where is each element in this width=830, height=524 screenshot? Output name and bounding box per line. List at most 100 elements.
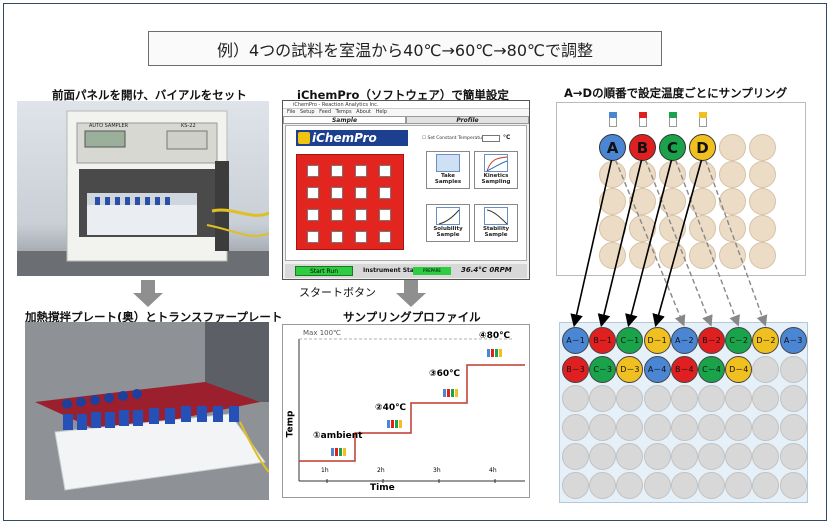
heading-profile: サンプリングプロファイル: [343, 310, 481, 324]
destination-well[interactable]: [562, 472, 589, 499]
software-well[interactable]: [331, 231, 343, 243]
menu-help[interactable]: Help: [375, 109, 387, 115]
destination-well[interactable]: [670, 443, 698, 470]
destination-well[interactable]: [779, 385, 807, 412]
tick-1h: 1h: [321, 467, 329, 474]
destination-well[interactable]: [725, 385, 753, 412]
software-well[interactable]: [331, 209, 343, 221]
destination-well[interactable]: [562, 385, 589, 412]
menu-about[interactable]: About: [356, 109, 371, 115]
destination-well[interactable]: [779, 472, 807, 499]
destination-well[interactable]: [725, 414, 753, 441]
destination-well[interactable]: [779, 443, 807, 470]
destination-well[interactable]: [643, 414, 671, 441]
software-well[interactable]: [355, 231, 367, 243]
destination-well-sample[interactable]: A－3: [779, 327, 807, 354]
destination-well-sample[interactable]: C－1: [616, 327, 644, 354]
software-well[interactable]: [355, 187, 367, 199]
software-well[interactable]: [379, 209, 391, 221]
destination-well-sample[interactable]: C－2: [725, 327, 753, 354]
software-well[interactable]: [331, 165, 343, 177]
sample-a-well[interactable]: A: [599, 134, 626, 161]
destination-well[interactable]: [752, 356, 780, 383]
constant-temp-input[interactable]: [482, 135, 500, 142]
destination-well-sample[interactable]: C－4: [698, 356, 725, 383]
destination-well[interactable]: [752, 472, 780, 499]
software-well[interactable]: [331, 187, 343, 199]
destination-well[interactable]: [779, 414, 807, 441]
destination-well[interactable]: [752, 385, 780, 412]
tick-3h: 3h: [433, 467, 441, 474]
destination-well[interactable]: [562, 443, 589, 470]
tab-profile[interactable]: Profile: [406, 116, 529, 124]
software-well[interactable]: [379, 165, 391, 177]
destination-well[interactable]: [752, 443, 780, 470]
destination-well-sample[interactable]: B－1: [589, 327, 617, 354]
vial-rack-icon: [443, 389, 458, 397]
software-well[interactable]: [355, 209, 367, 221]
destination-well-sample[interactable]: D－4: [725, 356, 753, 383]
destination-well[interactable]: [589, 414, 617, 441]
software-well[interactable]: [379, 187, 391, 199]
destination-well[interactable]: [779, 356, 807, 383]
destination-well[interactable]: [698, 443, 725, 470]
destination-well[interactable]: [752, 414, 780, 441]
destination-well[interactable]: [589, 472, 617, 499]
destination-well-sample[interactable]: B－3: [562, 356, 589, 383]
destination-well[interactable]: [643, 472, 671, 499]
constant-temp-checkbox[interactable]: ☐ Set Constant Temperature: [422, 136, 487, 141]
destination-well[interactable]: [616, 443, 644, 470]
destination-well[interactable]: [643, 443, 671, 470]
destination-well[interactable]: [616, 414, 644, 441]
destination-well[interactable]: [562, 414, 589, 441]
software-well[interactable]: [307, 165, 319, 177]
autosampler-illustration: [17, 110, 270, 276]
destination-well-sample[interactable]: D－1: [643, 327, 671, 354]
software-well[interactable]: [307, 187, 319, 199]
arrow-down-center: [396, 280, 426, 308]
menu-feed-temps[interactable]: Feed Temps: [319, 109, 352, 115]
destination-well-sample[interactable]: D－2: [752, 327, 780, 354]
software-plate-map: [296, 154, 404, 250]
destination-well[interactable]: [589, 385, 617, 412]
destination-well-sample[interactable]: A－2: [670, 327, 698, 354]
destination-well[interactable]: [616, 385, 644, 412]
destination-well[interactable]: [643, 385, 671, 412]
start-run-button[interactable]: Start Run: [295, 266, 353, 276]
destination-well[interactable]: [725, 472, 753, 499]
source-well: [719, 188, 746, 215]
destination-well-sample[interactable]: B－2: [698, 327, 725, 354]
software-well[interactable]: [307, 209, 319, 221]
destination-well[interactable]: [670, 414, 698, 441]
tab-sample[interactable]: Sample: [283, 116, 406, 124]
destination-well-sample[interactable]: C－3: [589, 356, 617, 383]
destination-well[interactable]: [725, 443, 753, 470]
sample-b-well[interactable]: B: [629, 134, 656, 161]
menu-file[interactable]: File: [287, 109, 296, 115]
heading-sampling: A→Dの順番で設定温度ごとにサンプリング: [564, 86, 788, 100]
menu-setup[interactable]: Setup: [299, 109, 315, 115]
destination-well-sample[interactable]: A－1: [562, 327, 589, 354]
destination-well[interactable]: [616, 472, 644, 499]
destination-well[interactable]: [698, 472, 725, 499]
destination-well[interactable]: [670, 385, 698, 412]
software-well[interactable]: [355, 165, 367, 177]
destination-well[interactable]: [698, 414, 725, 441]
destination-well[interactable]: [698, 385, 725, 412]
software-well[interactable]: [379, 231, 391, 243]
destination-well-sample[interactable]: B－4: [670, 356, 698, 383]
software-well[interactable]: [307, 231, 319, 243]
destination-well-sample[interactable]: A－4: [643, 356, 671, 383]
sample-c-well[interactable]: C: [659, 134, 686, 161]
sample-d-well[interactable]: D: [689, 134, 716, 161]
destination-well[interactable]: [670, 472, 698, 499]
vials-icon: [436, 154, 460, 172]
source-well: [719, 134, 746, 161]
page-title: 例）4つの試料を室温から40℃→60℃→80℃で調整: [148, 31, 662, 66]
destination-well[interactable]: [589, 443, 617, 470]
destination-well-sample[interactable]: D－3: [616, 356, 644, 383]
